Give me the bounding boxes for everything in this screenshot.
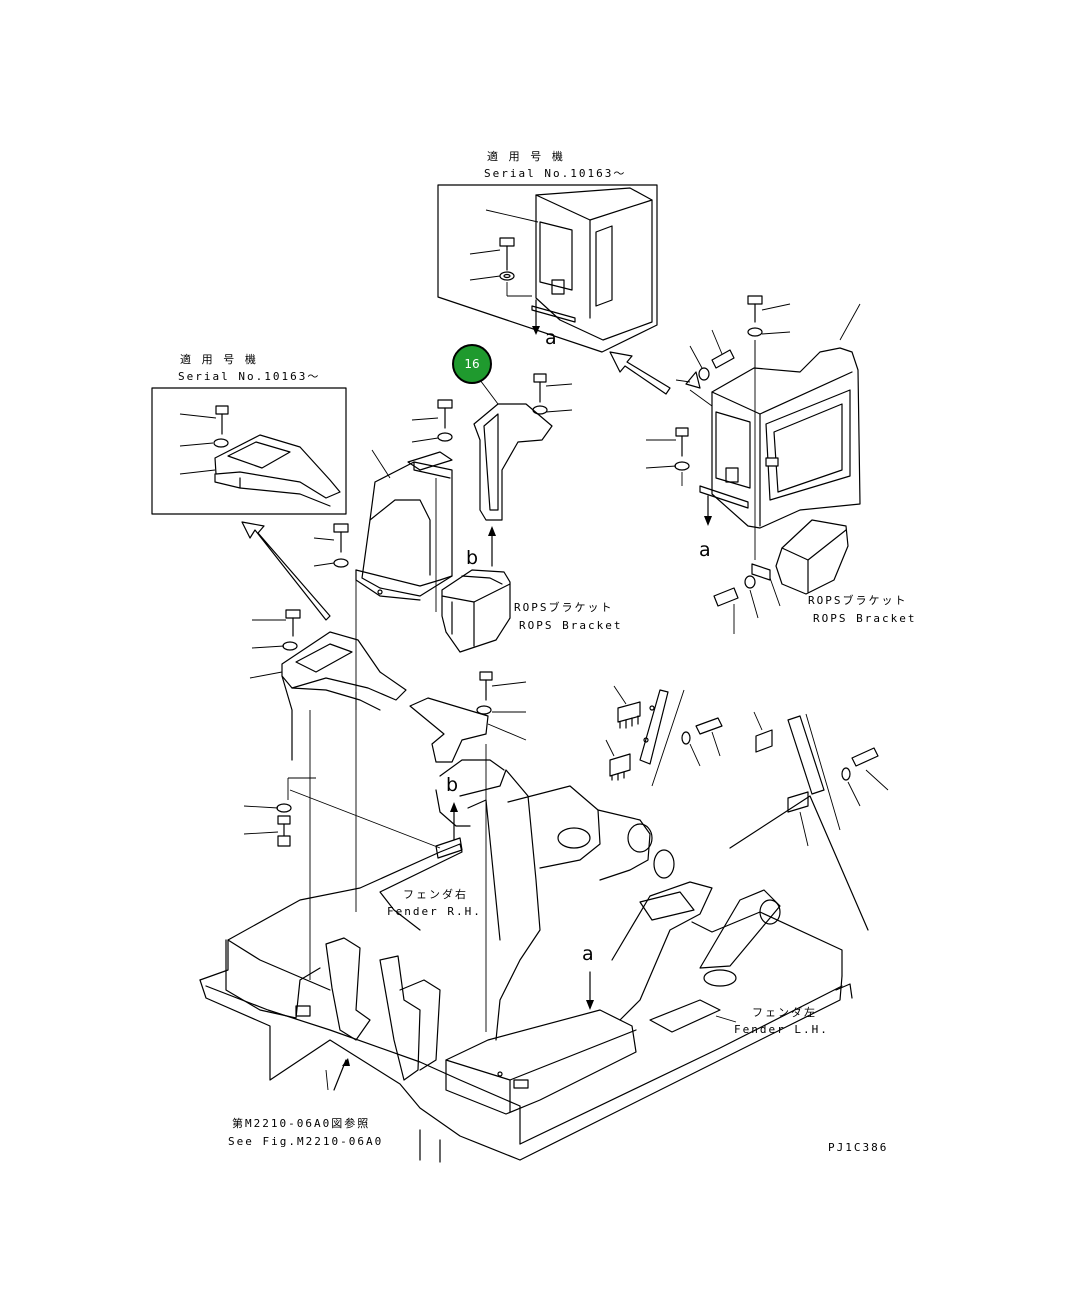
rops-bracket-label-en-center: ROPS Bracket [519,619,623,632]
rops-bracket-center [441,569,511,653]
rops-bracket-label-jp-right: ROPSブラケット [808,594,908,607]
applicable-serial-heading-left: 適 用 号 機 [180,353,258,366]
serial-number-note-left: Serial No.10163～ [178,370,321,383]
arrow-to-top-inset [609,351,671,395]
rops-bracket-label-jp-center: ROPSブラケット [514,601,614,614]
fender-lh-label-en: Fender L.H. [734,1023,829,1036]
view-letter-a-right: a [699,539,711,561]
view-letter-a-top: a [545,327,557,349]
lower-left-fasteners [243,777,441,849]
view-letter-b-center: b [466,547,479,569]
cover-panel-rh [313,399,453,912]
see-figure-label-jp: 第M2210-06A0図参照 [232,1117,371,1130]
inset-frame-top [437,184,658,353]
rops-bracket-right [713,340,849,634]
cover-panel-right [645,295,861,529]
rops-bracket-label-en-right: ROPS Bracket [813,612,917,625]
applicable-serial-heading-top: 適 用 号 機 [487,150,565,163]
fender-lh-label-jp: フェンダ左 [752,1006,817,1019]
view-letter-b-lower: b [446,774,459,796]
fender-rh-label-jp: フェンダ右 [403,888,468,901]
fender-rh-label-en: Fender R.H. [387,905,482,918]
inset-frame-left [151,387,347,515]
drawing-code: PJ1C386 [828,1141,889,1154]
bracket-part-16 [473,373,573,567]
part-callout-16[interactable]: 16 [452,344,492,384]
serial-number-note-top: Serial No.10163～ [484,167,627,180]
machine-frame [199,759,869,1163]
center-plate [409,671,527,1032]
view-letter-a-bottom: a [582,943,594,965]
cover-front-left [249,609,407,980]
see-figure-label-en: See Fig.M2210-06A0 [228,1135,384,1148]
clips-and-brackets-right [605,685,889,847]
arrow-to-left-inset [241,521,331,621]
